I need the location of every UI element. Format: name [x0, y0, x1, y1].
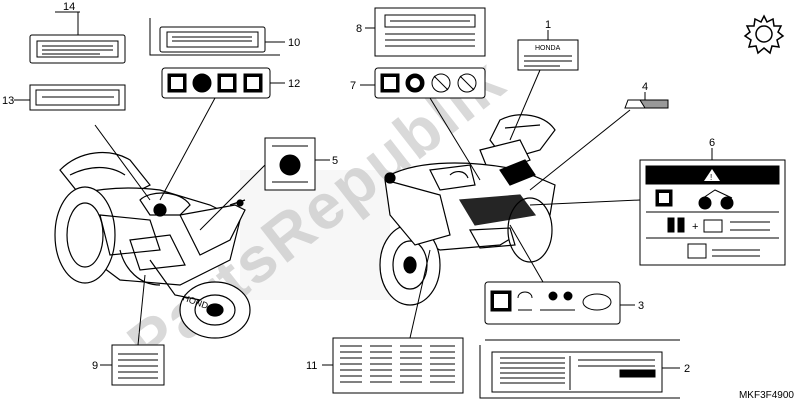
callout-8: 8 — [356, 23, 362, 35]
callout-numbers: 14 13 10 12 5 9 8 7 1 4 6 3 11 2 — [2, 1, 715, 375]
label-14 — [29, 34, 126, 64]
label-10 — [149, 18, 280, 56]
leader-7b — [429, 97, 481, 181]
callout-13: 13 — [2, 95, 14, 107]
label-2 — [479, 339, 680, 399]
helmet-icon — [192, 73, 212, 93]
callout-3: 3 — [638, 300, 644, 312]
callout-7: 7 — [350, 80, 356, 92]
callout-5: 5 — [332, 155, 338, 167]
label-9 — [111, 344, 165, 386]
label-11 — [332, 337, 464, 394]
leader-11b — [409, 249, 431, 339]
helmet-icon — [517, 291, 533, 299]
callout-10: 10 — [288, 37, 300, 49]
leader-3b — [509, 224, 544, 283]
gear-icon[interactable] — [740, 10, 788, 58]
dotted-shading — [240, 170, 390, 300]
leader-4b — [529, 109, 631, 191]
motorcycle-icon — [698, 196, 712, 210]
svg-text:+: + — [692, 221, 698, 233]
right-motorcycle — [379, 114, 556, 306]
leader-13b — [94, 124, 151, 201]
label-3 — [484, 281, 621, 325]
callout-4: 4 — [642, 81, 648, 93]
leader-5b — [199, 164, 266, 231]
label-7 — [374, 67, 486, 99]
label-13 — [29, 84, 126, 111]
drawing-code: MKF3F4900 — [738, 390, 794, 401]
left-motorcycle: HONDA — [54, 151, 251, 339]
callout-1: 1 — [545, 19, 551, 31]
label-4 — [624, 99, 669, 109]
callout-9: 9 — [92, 360, 98, 372]
passenger-icon — [667, 217, 675, 233]
svg-text:HONDA: HONDA — [535, 45, 561, 52]
warning-triangle-icon — [704, 169, 720, 181]
callout-12: 12 — [288, 78, 300, 90]
callout-2: 2 — [684, 363, 690, 375]
label-1: HONDA — [517, 39, 579, 71]
callout-11: 11 — [306, 360, 317, 372]
leader-9b — [137, 274, 146, 346]
chain-icon — [582, 293, 612, 311]
label-8 — [374, 7, 486, 57]
label-6: ! + — [639, 159, 786, 266]
leader-6b — [529, 199, 641, 206]
label-12 — [161, 67, 271, 99]
leader-12b — [159, 97, 216, 201]
callout-6: 6 — [709, 137, 715, 149]
callout-14: 14 — [63, 1, 75, 13]
luggage-icon — [703, 219, 723, 233]
svg-text:!: ! — [710, 173, 712, 182]
motorcycle-icon — [548, 291, 558, 301]
leader-1b — [509, 69, 541, 141]
label-5 — [264, 137, 316, 191]
